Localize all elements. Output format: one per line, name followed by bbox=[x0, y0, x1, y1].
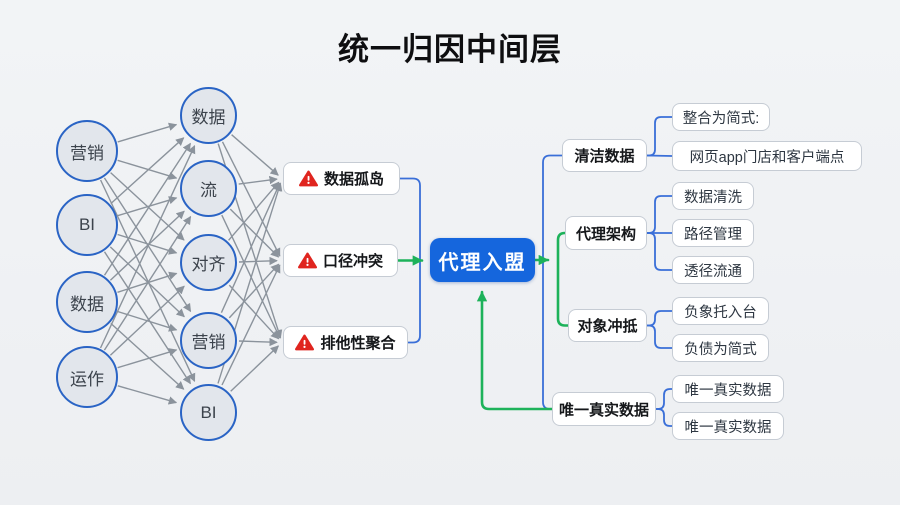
leaf-single-truth-data-2: 唯一真实数据 bbox=[672, 412, 784, 440]
mid-node-align: 对齐 bbox=[180, 234, 237, 291]
mid-node-marketing: 营销 bbox=[180, 312, 237, 369]
mid-node-flow: 流 bbox=[180, 160, 237, 217]
leaf-liability-simple-form: 负债为简式 bbox=[672, 334, 769, 362]
node-label: 营销 bbox=[70, 143, 104, 163]
issue-caliber-conflict: 口径冲突 bbox=[283, 244, 398, 277]
node-label: 数据 bbox=[70, 294, 104, 314]
node-label: BI bbox=[78, 215, 96, 234]
leaf-data-cleaning: 数据清洗 bbox=[672, 182, 754, 210]
warning-icon bbox=[295, 334, 315, 351]
issue-label: 排他性聚合 bbox=[320, 335, 396, 352]
source-node-bi: BI bbox=[56, 194, 118, 256]
mid-node-data: 数据 bbox=[180, 87, 237, 144]
branch-agent-architecture: 代理架构 bbox=[565, 216, 647, 250]
diagram-title: 统一归因中间层 bbox=[338, 32, 562, 67]
issue-exclusive-aggregation: 排他性聚合 bbox=[283, 326, 408, 359]
node-label: 对齐 bbox=[191, 255, 226, 274]
hub-node: 代理入盟 bbox=[430, 238, 535, 282]
node-label: BI bbox=[200, 402, 217, 422]
leaf-transparent-circulation: 透径流通 bbox=[672, 256, 754, 284]
source-node-operations: 运作 bbox=[56, 346, 118, 408]
leaf-integrate-simple-form: 整合为简式: bbox=[672, 103, 770, 131]
mid-node-bi: BI bbox=[180, 384, 237, 441]
issue-label: 口径冲突 bbox=[322, 253, 383, 270]
hub-label: 代理入盟 bbox=[438, 251, 527, 274]
warning-icon bbox=[298, 170, 318, 187]
leaf-negative-object-hosting: 负象托入台 bbox=[672, 297, 769, 325]
branch-single-source-of-truth: 唯一真实数据 bbox=[552, 392, 656, 426]
issue-data-silo: 数据孤岛 bbox=[283, 162, 400, 195]
leaf-single-truth-data-1: 唯一真实数据 bbox=[672, 375, 784, 403]
branch-object-offset: 对象冲抵 bbox=[568, 309, 647, 342]
leaf-path-management: 路径管理 bbox=[672, 219, 754, 247]
node-label: 流 bbox=[200, 181, 217, 200]
node-label: 营销 bbox=[191, 333, 226, 352]
warning-icon bbox=[297, 252, 317, 269]
source-node-data: 数据 bbox=[56, 271, 118, 333]
branch-clean-data: 清洁数据 bbox=[562, 139, 647, 172]
issue-label: 数据孤岛 bbox=[323, 171, 384, 188]
source-node-marketing: 营销 bbox=[56, 120, 118, 182]
leaf-web-app-store-client-endpoints: 网页app门店和客户端点 bbox=[672, 141, 862, 171]
node-label: 数据 bbox=[191, 108, 226, 127]
node-label: 运作 bbox=[70, 369, 104, 389]
